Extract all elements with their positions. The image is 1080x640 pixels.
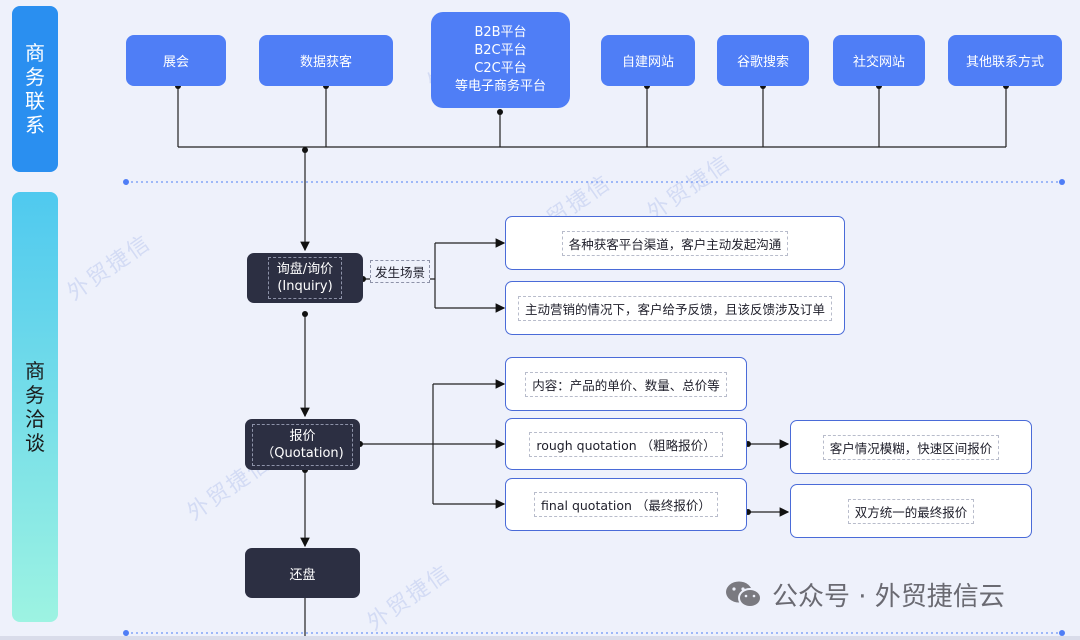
channel-label: 自建网站 <box>621 55 674 70</box>
channel-label: 谷歌搜索 <box>736 55 789 70</box>
channel-box: 其他联系方式 <box>948 35 1062 86</box>
scenario-note: 发生场景 <box>370 260 431 283</box>
channel-box-ecommerce: B2B平台 B2C平台 C2C平台 等电子商务平台 <box>431 12 570 108</box>
quotation-title: 报价 （Quotation) <box>252 423 353 466</box>
quotation-branch-box: rough quotation （粗略报价） <box>505 418 747 470</box>
bottom-bar <box>0 636 1080 640</box>
channel-box: 社交网站 <box>833 35 925 86</box>
section-label-contact: 商务联系 <box>12 6 58 172</box>
quotation-branch-box: 内容：产品的单价、数量、总价等 <box>505 357 747 411</box>
channel-label: 展会 <box>162 55 189 70</box>
quotation-detail-box: 双方统一的最终报价 <box>790 484 1032 538</box>
section-label-text: 商务联系 <box>25 41 45 137</box>
channel-box: 自建网站 <box>601 35 695 86</box>
channel-label: B2B平台 B2C平台 C2C平台 等电子商务平台 <box>454 25 546 94</box>
inquiry-title: 询盘/询价 (Inquiry) <box>267 257 343 299</box>
quotation-branch-text: rough quotation （粗略报价） <box>529 431 723 457</box>
footer-text: 公众号 · 外贸捷信云 <box>772 582 1005 612</box>
inquiry-node: 询盘/询价 (Inquiry) <box>247 253 363 303</box>
footer-brand: 公众号 · 外贸捷信云 <box>724 576 1005 613</box>
channel-label: 其他联系方式 <box>965 55 1044 70</box>
quotation-detail-text: 客户情况模糊，快速区间报价 <box>822 434 1000 460</box>
quotation-detail-box: 客户情况模糊，快速区间报价 <box>790 420 1032 474</box>
channel-box: 展会 <box>126 35 226 86</box>
counter-offer-title: 还盘 <box>289 567 316 583</box>
section-label-negotiation: 商务洽谈 <box>12 192 58 622</box>
scenario-box: 主动营销的情况下，客户给予反馈，且该反馈涉及订单 <box>505 281 845 335</box>
quotation-detail-text: 双方统一的最终报价 <box>847 498 975 524</box>
scenario-box: 各种获客平台渠道，客户主动发起沟通 <box>505 216 845 270</box>
channel-label: 数据获客 <box>299 55 352 70</box>
quotation-branch-box: final quotation （最终报价） <box>505 478 747 531</box>
channel-box: 数据获客 <box>259 35 393 86</box>
scenario-text: 各种获客平台渠道，客户主动发起沟通 <box>561 230 789 256</box>
channel-label: 社交网站 <box>852 55 905 70</box>
section-label-text: 商务洽谈 <box>25 359 45 455</box>
quotation-node: 报价 （Quotation) <box>245 419 360 470</box>
quotation-branch-text: 内容：产品的单价、数量、总价等 <box>525 371 727 397</box>
quotation-branch-text: final quotation （最终报价） <box>534 492 718 517</box>
channel-box: 谷歌搜索 <box>717 35 809 86</box>
wechat-icon <box>726 581 762 608</box>
counter-offer-node: 还盘 <box>245 548 360 598</box>
scenario-text: 主动营销的情况下，客户给予反馈，且该反馈涉及订单 <box>517 295 832 321</box>
